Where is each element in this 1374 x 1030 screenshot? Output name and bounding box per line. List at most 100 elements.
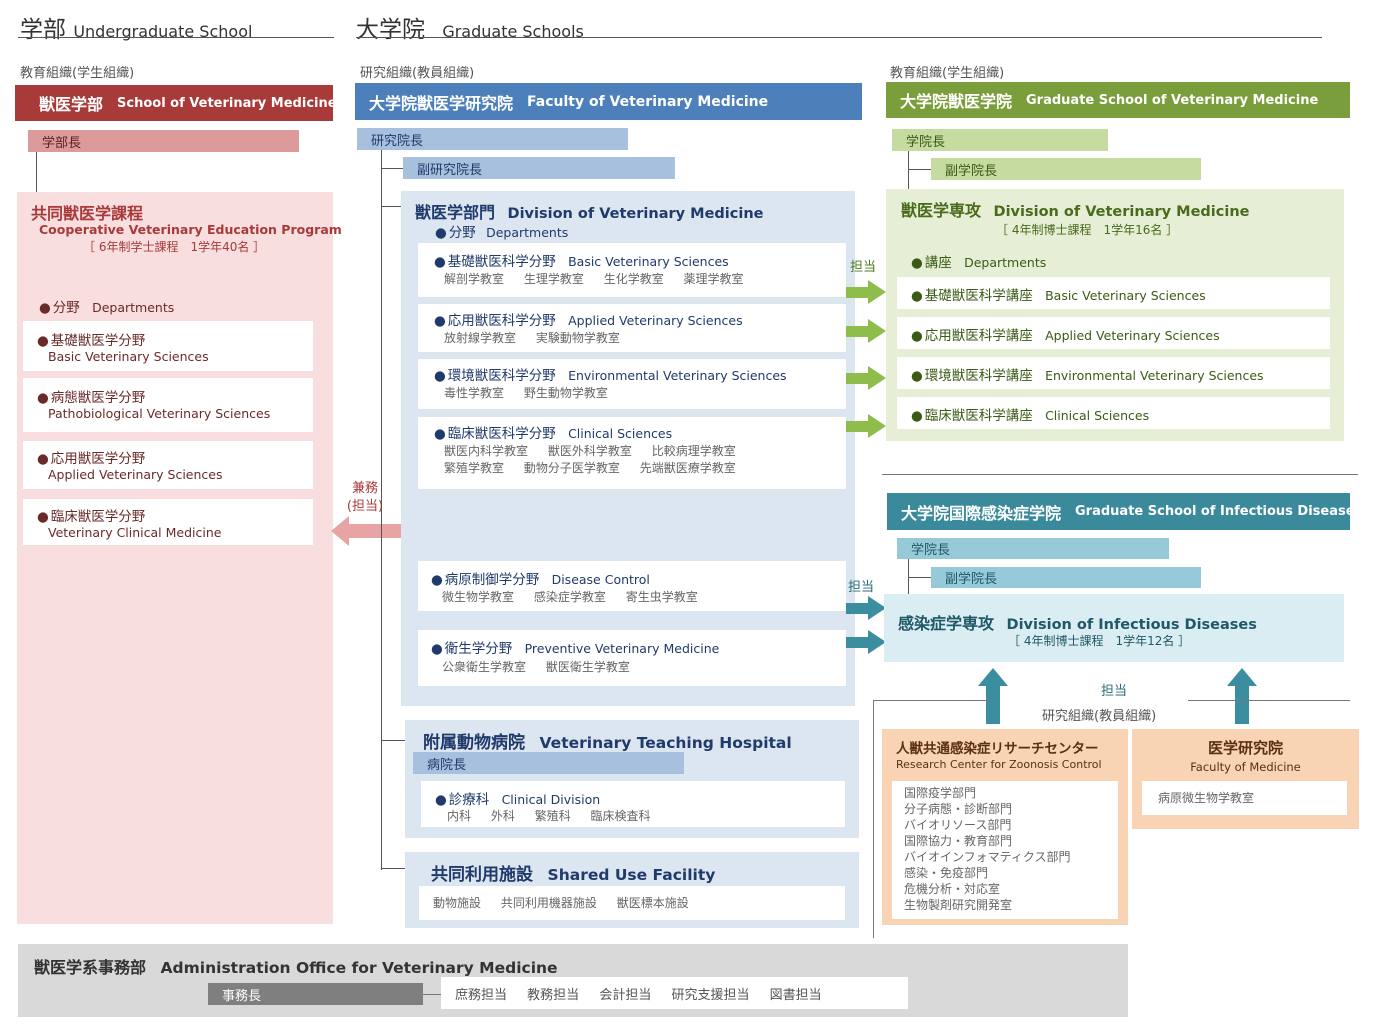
faculty-hospital-connector — [381, 740, 405, 741]
gradvet-vice-dean-pill: 副学院長 — [931, 158, 1201, 180]
admin-head-pill: 事務長 — [208, 983, 423, 1005]
gradvet-course-1: 応用獣医科学講座 Applied Veterinary Sciences — [897, 317, 1330, 349]
hospital-director-pill: 病院長 — [413, 752, 684, 774]
admin-connector — [423, 994, 441, 995]
zoonosis-unit: 生物製剤研究開発室 — [904, 898, 1013, 912]
grad-header-en: Graduate Schools — [442, 22, 584, 41]
clinical-division-box: 診療科 Clinical Division 内科 外科 繁殖科 臨床検査科 — [421, 781, 845, 827]
gradvet-course-0-title: 基礎獣医科学講座 Basic Veterinary Sciences — [911, 284, 1206, 304]
inf-bar: 大学院国際感染症学院 Graduate School of Infectious… — [887, 493, 1362, 530]
faculty-field-5-title: 衛生学分野 Preventive Veterinary Medicine — [431, 637, 719, 657]
admin-unit: 庶務担当 — [455, 988, 508, 1003]
gradvet-dean-pill: 学院長 — [892, 129, 1108, 151]
lab-item: 野生動物学教室 — [523, 386, 608, 400]
faculty-field-5-labs: 公衆衛生学教室 獣医衛生学教室 — [442, 658, 630, 675]
gradvet-course-1-en: Applied Veterinary Sciences — [1045, 328, 1220, 343]
gradvet-course-0-en: Basic Veterinary Sciences — [1045, 288, 1206, 303]
faculty-field-0: 基礎獣医科学分野 Basic Veterinary Sciences 解剖学教室… — [418, 243, 846, 297]
lab-item: 解剖学教室 — [444, 272, 505, 286]
faculty-field-3-labs: 獣医内科学教室 獣医外科学教室 比較病理学教室 — [444, 442, 736, 459]
zoonosis-unit: バイオインフォマティクス部門 — [904, 850, 1071, 864]
undergrad-program-panel: 共同獣医学課程 Cooperative Veterinary Education… — [17, 192, 342, 924]
faculty-vice-dean-label: 副研究院長 — [417, 162, 483, 178]
faculty-field-0-title: 基礎獣医科学分野 Basic Veterinary Sciences — [434, 250, 729, 270]
program-detail: ［ 6年制学士課程 1学年40名 ］ — [83, 240, 266, 254]
section-label-edu-right: 教育組織(学生組織) — [890, 66, 1005, 81]
inf-division-en: Division of Infectious Diseases — [1006, 617, 1257, 633]
inf-bar-jp: 大学院国際感染症学院 — [901, 503, 1062, 523]
arrow-right-green — [846, 280, 886, 304]
faculty-bar: 大学院獣医学研究院 Faculty of Veterinary Medicine — [355, 83, 862, 120]
admin-unit: 図書担当 — [769, 988, 822, 1003]
faculty-field-5-jp: 衛生学分野 — [431, 641, 512, 657]
lab-item: 動物分子医学教室 — [523, 461, 620, 475]
grad-header-rule — [356, 37, 1322, 38]
tanto-label-vet: 担当 — [850, 260, 877, 275]
undergrad-field-0-en: Basic Veterinary Sciences — [48, 349, 209, 364]
inf-vice-dean-pill: 副学院長 — [931, 567, 1201, 588]
clinical-division-jp: 診療科 — [435, 792, 489, 808]
gradvet-course-3: 臨床獣医科学講座 Clinical Sciences — [897, 397, 1330, 429]
undergrad-field-1-jp: 病態獣医学分野 — [37, 386, 146, 406]
admin-units: 庶務担当 教務担当 会計担当 研究支援担当 図書担当 — [455, 984, 822, 1003]
faculty-field-2-jp: 環境獣医科学分野 — [434, 368, 556, 384]
undergrad-field-3-en: Veterinary Clinical Medicine — [48, 525, 222, 540]
faculty-field-2-en: Environmental Veterinary Sciences — [568, 368, 787, 383]
inf-division-panel: 感染症学専攻 Division of Infectious Diseases ［… — [884, 594, 1344, 662]
hospital-director-label: 病院長 — [427, 757, 467, 773]
program-title-jp: 共同獣医学課程 — [31, 204, 144, 223]
faculty-field-4-title: 病原制御学分野 Disease Control — [431, 568, 650, 588]
research-org-label: 研究組織(教員組織) — [1042, 709, 1157, 724]
gradvet-division-detail: ［ 4年制博士課程 1学年16名 ］ — [996, 223, 1179, 237]
arrow-up-teal — [978, 668, 1008, 724]
lab-item: 生化学教室 — [603, 272, 664, 286]
faculty-fields-label-jp: 分野 — [435, 225, 476, 241]
inf-division-title: 感染症学専攻 Division of Infectious Diseases — [898, 610, 1257, 634]
undergrad-field-3-jp: 臨床獣医学分野 — [37, 505, 146, 525]
hospital-title-en: Veterinary Teaching Hospital — [539, 734, 792, 752]
gradvet-bar-en: Graduate School of Veterinary Medicine — [1026, 92, 1319, 108]
gradvet-division-jp: 獣医学専攻 — [901, 201, 982, 220]
faculty-field-3-en: Clinical Sciences — [568, 426, 673, 441]
admin-title-jp: 獣医学系事務部 — [34, 958, 147, 977]
section-label-research: 研究組織(教員組織) — [360, 66, 475, 81]
shared-facility-panel: 共同利用施設 Shared Use Facility 動物施設 共同利用機器施設… — [405, 852, 859, 928]
medicine-title-jp: 医学研究院 — [1207, 739, 1283, 757]
faculty-field-2-title: 環境獣医科学分野 Environmental Veterinary Scienc… — [434, 364, 787, 384]
shared-facility-units-box: 動物施設 共同利用機器施設 獣医標本施設 — [419, 886, 845, 920]
undergrad-header-en: Undergraduate School — [73, 22, 253, 41]
faculty-field-4: 病原制御学分野 Disease Control 微生物学教室 感染症学教室 寄生… — [418, 561, 846, 611]
gradvet-courses-label: 講座 Departments — [911, 251, 1046, 271]
gradvet-course-1-title: 応用獣医科学講座 Applied Veterinary Sciences — [911, 324, 1220, 344]
undergrad-field-1: 病態獣医学分野 Pathobiological Veterinary Scien… — [23, 378, 313, 432]
undergrad-header: 学部 Undergraduate School — [20, 10, 252, 44]
faculty-dean-pill: 研究院長 — [357, 128, 628, 150]
undergrad-dean-label: 学部長 — [42, 135, 82, 151]
zoonosis-units: 国際疫学部門 分子病態・診断部門 バイオリソース部門 国際協力・教育部門 バイオ… — [904, 785, 1071, 913]
arrow-right-teal — [846, 596, 886, 620]
faculty-trunk-line — [381, 150, 382, 870]
undergrad-field-0-jp: 基礎獣医学分野 — [37, 329, 146, 349]
kanmu-label-1: 兼務 — [351, 481, 378, 496]
research-frame-top-right — [1188, 700, 1350, 701]
inf-division-detail: ［ 4年制博士課程 1学年12名 ］ — [1008, 634, 1191, 648]
shared-facility-title: 共同利用施設 Shared Use Facility — [431, 860, 715, 885]
admin-units-box: 庶務担当 教務担当 会計担当 研究支援担当 図書担当 — [441, 977, 908, 1009]
zoonosis-title-jp: 人獣共通感染症リサーチセンター — [896, 741, 1099, 757]
gradvet-dean-label: 学院長 — [906, 134, 946, 150]
gradvet-course-2-en: Environmental Veterinary Sciences — [1045, 368, 1264, 383]
lab-item: 感染症学教室 — [533, 590, 606, 604]
undergrad-field-3: 臨床獣医学分野 Veterinary Clinical Medicine — [23, 499, 313, 545]
faculty-field-0-en: Basic Veterinary Sciences — [568, 254, 729, 269]
lab-item: 生理学教室 — [523, 272, 584, 286]
faculty-field-1-title: 応用獣医科学分野 Applied Veterinary Sciences — [434, 309, 743, 329]
inf-dean-pill: 学院長 — [897, 538, 1169, 559]
faculty-fields-label-en: Departments — [486, 225, 569, 240]
arrow-right-green — [846, 414, 886, 438]
medicine-title-en: Faculty of Medicine — [1190, 760, 1301, 774]
shared-unit: 獣医標本施設 — [616, 896, 689, 910]
gradvet-course-2-jp: 環境獣医科学講座 — [911, 368, 1033, 384]
undergrad-dean-pill: 学部長 — [28, 130, 299, 152]
gradvet-bar: 大学院獣医学院 Graduate School of Veterinary Me… — [886, 82, 1350, 118]
faculty-field-5: 衛生学分野 Preventive Veterinary Medicine 公衆衛… — [418, 630, 846, 686]
